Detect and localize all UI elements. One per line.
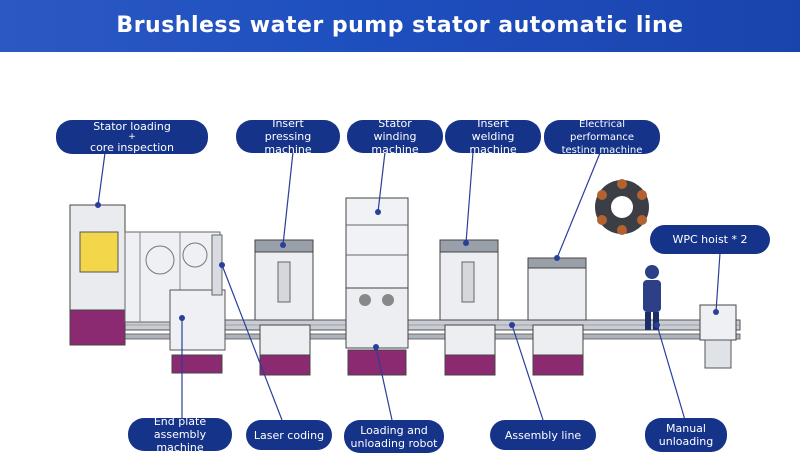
label-wpc-hoist: WPC hoist * 2: [650, 225, 770, 254]
station-insert-welding: [439, 239, 499, 376]
label-electrical-testing-line1: Electrical performance: [569, 118, 635, 143]
label-loading-robot-line1: Loading and: [360, 423, 428, 437]
label-insert-welding-line2: welding machine: [469, 130, 517, 156]
label-laser-coding: Laser coding: [246, 420, 332, 450]
label-manual-unloading-line2: unloading: [658, 435, 714, 448]
label-electrical-testing: Electrical performance testing machine: [544, 118, 660, 156]
label-stator-loading-line3: core inspection: [90, 141, 174, 154]
label-insert-pressing-line1: Insert: [272, 117, 304, 130]
label-assembly-line-text: Assembly line: [504, 428, 582, 442]
label-stator-loading-line1: Stator loading: [93, 120, 171, 133]
label-stator-loading: Stator loading + core inspection: [56, 120, 208, 154]
page-title: Brushless water pump stator automatic li…: [116, 13, 684, 38]
label-end-plate-line1: End plate: [153, 415, 207, 428]
label-insert-pressing-line2: pressing machine: [264, 130, 312, 156]
leader-dots: [95, 202, 719, 350]
label-stator-winding: Stator winding machine: [347, 117, 443, 156]
title-banner: [0, 0, 800, 52]
station-electrical-testing: [527, 257, 587, 376]
label-laser-coding-text: Laser coding: [253, 428, 325, 442]
label-stator-loading-line2: +: [128, 132, 136, 142]
leader-lines: [97, 151, 721, 421]
label-end-plate-line2: assembly machine: [153, 428, 207, 454]
label-stator-winding-line1: Stator: [378, 117, 412, 130]
label-insert-welding: Insert welding machine: [445, 117, 541, 156]
label-insert-welding-line1: Insert: [477, 117, 509, 130]
label-stator-winding-line2: winding machine: [371, 130, 419, 156]
stator-product-icon: [595, 179, 649, 235]
station-insert-pressing: [254, 239, 314, 376]
label-electrical-testing-line2: testing machine: [561, 144, 643, 156]
label-end-plate: End plate assembly machine: [128, 415, 232, 454]
label-assembly-line: Assembly line: [490, 420, 596, 450]
station-wpc-hoist: [699, 304, 737, 369]
label-insert-pressing: Insert pressing machine: [236, 117, 340, 156]
station-end-plate: [169, 234, 226, 374]
label-wpc-hoist-text: WPC hoist * 2: [672, 233, 748, 246]
label-manual-unloading-line1: Manual: [666, 422, 706, 435]
operator-figure: [643, 265, 661, 330]
label-manual-unloading: Manual unloading: [645, 418, 727, 452]
label-loading-robot: Loading and unloading robot: [344, 420, 444, 453]
label-loading-robot-line2: unloading robot: [350, 436, 438, 450]
